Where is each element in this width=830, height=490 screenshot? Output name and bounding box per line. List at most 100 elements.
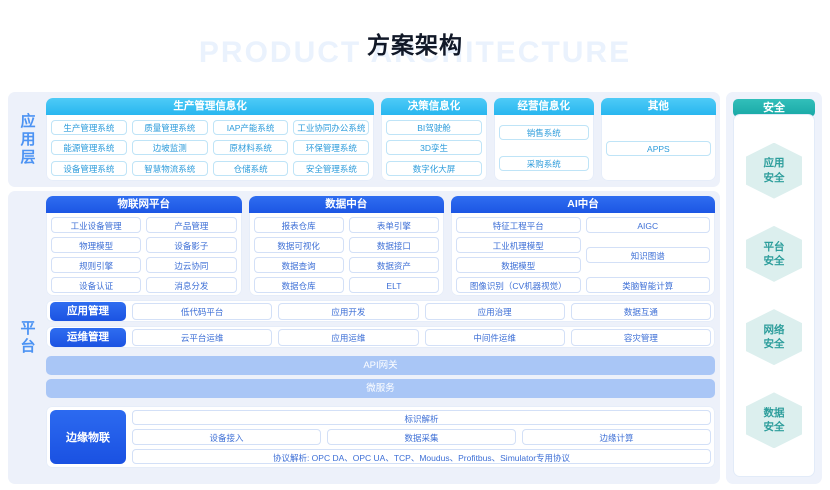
plat-chip-item[interactable]: 产品管理 (146, 217, 237, 233)
edge-chip-item[interactable]: 数据采集 (327, 429, 516, 445)
management-rows: 应用管理低代码平台应用开发应用治理数据互通运维管理云平台运维应用运维中间件运维容… (46, 300, 715, 352)
app-chip-bi[interactable]: BI驾驶舱 (386, 120, 482, 136)
plat-chip-cv[interactable]: 图像识别（CV机器视觉） (456, 277, 581, 293)
app-chip-item[interactable]: 安全管理系统 (293, 160, 370, 176)
chip-row: BI驾驶舱 (386, 120, 482, 136)
plat-chip-aigc[interactable]: AIGC (585, 217, 710, 233)
plat-chip-item[interactable]: 数据资产 (348, 257, 440, 273)
app-chip-item[interactable]: 质量管理系统 (131, 120, 208, 136)
chip-row: 3D孪生 (386, 140, 482, 156)
plat-chip-item[interactable]: 设备认证 (51, 277, 142, 293)
management-chip-item[interactable]: 容灾管理 (570, 328, 711, 346)
app-chip-item[interactable]: 智慧物流系统 (131, 160, 208, 176)
plat-panel-header-ai: AI中台 (451, 196, 715, 213)
management-chip-item[interactable]: 应用治理 (424, 302, 565, 320)
app-chip-item[interactable]: 设备管理系统 (51, 160, 127, 176)
management-chip-item[interactable]: 中间件运维 (424, 328, 565, 346)
plat-chip-item[interactable]: 报表仓库 (253, 217, 344, 233)
panel-columns: 工业设备管理物理模型规则引擎设备认证产品管理设备影子边云协同消息分发 (51, 217, 237, 293)
plat-chip-item[interactable]: 数据查询 (253, 257, 344, 273)
service-bar-api[interactable]: API网关 (46, 356, 715, 375)
management-chip-item[interactable]: 低代码平台 (132, 302, 273, 320)
platform-layer-label: 平台 (8, 191, 46, 484)
app-chip-item[interactable]: 数字化大屏 (386, 160, 482, 176)
management-tag-item[interactable]: 应用管理 (50, 301, 126, 321)
management-chip-item[interactable]: 数据互通 (570, 302, 711, 320)
watermark-text: PRODUCT ARCHITECTURE (198, 36, 632, 69)
app-chip-item[interactable]: 边坡监测 (131, 140, 208, 156)
page-title: 方案架构 (367, 32, 463, 58)
plat-chip-item[interactable]: 工业机理模型 (456, 237, 581, 253)
edge-iot-tag[interactable]: 边缘物联 (50, 410, 126, 464)
service-bar-item[interactable]: 微服务 (46, 379, 715, 398)
plat-chip-elt[interactable]: ELT (348, 277, 440, 293)
plat-chip-item[interactable]: 消息分发 (146, 277, 237, 293)
security-items: 应用安全平台安全网络安全数据安全 (733, 114, 815, 477)
security-header: 安全 (733, 99, 815, 117)
plat-chip-item[interactable]: 边云协同 (146, 257, 237, 273)
plat-chip-item[interactable]: 知识图谱 (585, 247, 710, 263)
plat-chip-item[interactable]: 数据仓库 (253, 277, 344, 293)
app-chip-item[interactable]: 工业协同办公系统 (293, 120, 370, 136)
panel-column: 特征工程平台工业机理模型数据模型图像识别（CV机器视觉） (456, 217, 581, 293)
chip-row: 设备管理系统智慧物流系统仓储系统安全管理系统 (51, 160, 370, 176)
application-layer-label: 应用层 (8, 92, 46, 187)
platform-layer: 平台 物联网平台工业设备管理物理模型规则引擎设备认证产品管理设备影子边云协同消息… (8, 191, 720, 484)
plat-panel-header-item: 物联网平台 (46, 196, 242, 213)
security-hex-line1: 网络 (763, 323, 785, 336)
security-hex-item[interactable]: 网络安全 (746, 309, 802, 366)
security-hex-item[interactable]: 平台安全 (746, 225, 802, 282)
management-chip-item[interactable]: 应用运维 (278, 328, 419, 346)
app-chip-apps[interactable]: APPS (605, 140, 712, 156)
management-chip-item[interactable]: 应用开发 (278, 302, 419, 320)
app-chip-item[interactable]: 销售系统 (498, 125, 589, 141)
edge-chip-item[interactable]: 设备接入 (132, 429, 321, 445)
plat-chip-item[interactable]: 规则引擎 (51, 257, 142, 273)
service-bars: API网关微服务 (46, 356, 715, 402)
app-chip-item[interactable]: 原材料系统 (212, 140, 289, 156)
app-chip-item[interactable]: 仓储系统 (212, 160, 289, 176)
chip-row: 能源管理系统边坡监测原材料系统环保管理系统 (51, 140, 370, 156)
app-chip-item[interactable]: 生产管理系统 (51, 120, 127, 136)
plat-chip-item[interactable]: 数据可视化 (253, 237, 344, 253)
app-chip-item[interactable]: 采购系统 (498, 155, 589, 171)
app-panel-header-item: 生产管理信息化 (46, 98, 375, 115)
app-chip-item[interactable]: 环保管理系统 (293, 140, 370, 156)
plat-chip-item[interactable]: 物理模型 (51, 237, 142, 253)
edge-item-protocol[interactable]: 协议解析: OPC DA、OPC UA、TCP、Moudus、Profitbus… (132, 449, 711, 464)
management-tag-item[interactable]: 运维管理 (50, 327, 126, 347)
plat-panel-item: 物联网平台工业设备管理物理模型规则引擎设备认证产品管理设备影子边云协同消息分发 (46, 196, 242, 296)
app-chip-3d[interactable]: 3D孪生 (386, 140, 482, 156)
plat-chip-item[interactable]: 数据接口 (348, 237, 440, 253)
plat-panel-body-item: 报表仓库数据可视化数据查询数据仓库 表单引擎数据接口数据资产 ELT (249, 213, 445, 296)
platform-panels: 物联网平台工业设备管理物理模型规则引擎设备认证产品管理设备影子边云协同消息分发数… (46, 196, 715, 296)
page-header: PRODUCT ARCHITECTURE 方案架构 (0, 14, 830, 74)
plat-chip-item[interactable]: 设备影子 (146, 237, 237, 253)
plat-chip-item[interactable]: 数据模型 (456, 257, 581, 273)
panel-column: 工业设备管理物理模型规则引擎设备认证 (51, 217, 142, 293)
management-chip-item[interactable]: 云平台运维 (132, 328, 273, 346)
plat-chip-item[interactable]: 表单引擎 (348, 217, 440, 233)
security-hex-line1: 平台 (763, 240, 785, 253)
plat-chip-item[interactable]: 特征工程平台 (456, 217, 581, 233)
app-chip-iap[interactable]: IAP产能系统 (212, 120, 289, 136)
panel-column: 产品管理设备影子边云协同消息分发 (146, 217, 237, 293)
edge-chip-item[interactable]: 边缘计算 (522, 429, 711, 445)
plat-chip-item[interactable]: 类脑智能计算 (585, 277, 710, 293)
edge-iot-row: 边缘物联 标识解析 设备接入数据采集边缘计算 协议解析: OPC DA、OPC … (46, 406, 715, 468)
security-hex-item[interactable]: 应用安全 (746, 142, 802, 199)
edge-item-identity[interactable]: 标识解析 (132, 410, 711, 425)
management-row-item: 运维管理云平台运维应用运维中间件运维容灾管理 (46, 326, 715, 348)
app-chip-item[interactable]: 能源管理系统 (51, 140, 127, 156)
security-hex-item[interactable]: 数据安全 (746, 392, 802, 449)
plat-panel-header-item: 数据中台 (248, 196, 445, 213)
plat-chip-item[interactable]: 工业设备管理 (51, 217, 142, 233)
chip-row: APPS (605, 140, 712, 156)
